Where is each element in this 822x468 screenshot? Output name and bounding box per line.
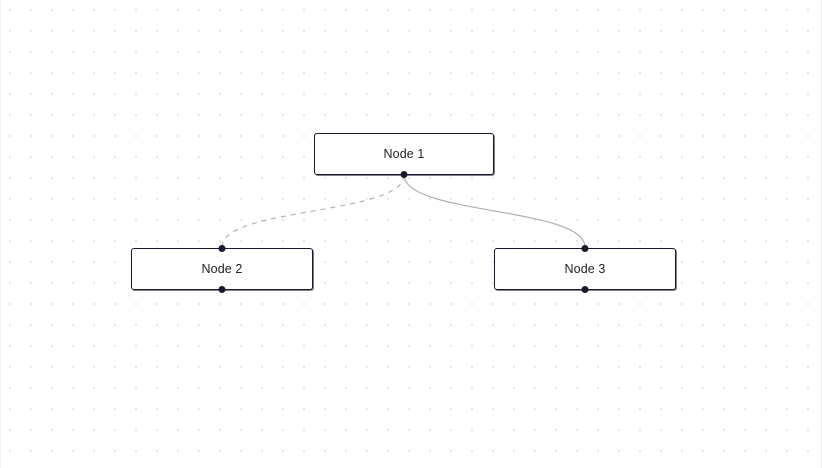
handle-source-bottom[interactable] — [581, 286, 589, 293]
node-node-2[interactable]: Node 2 — [131, 245, 313, 293]
handle-target-top[interactable] — [581, 245, 589, 252]
node-label: Node 3 — [564, 261, 606, 276]
node-label: Node 2 — [201, 261, 243, 276]
node-node-1[interactable]: Node 1 — [314, 133, 494, 178]
edge-node1-to-node2[interactable] — [221, 174, 405, 248]
handle-source-bottom[interactable] — [218, 286, 226, 293]
edge-node1-to-node3[interactable] — [403, 174, 586, 248]
handle-target-top[interactable] — [218, 245, 226, 252]
node-label: Node 1 — [383, 146, 425, 161]
node-node-3[interactable]: Node 3 — [494, 245, 676, 293]
handle-source-bottom[interactable] — [400, 171, 408, 178]
